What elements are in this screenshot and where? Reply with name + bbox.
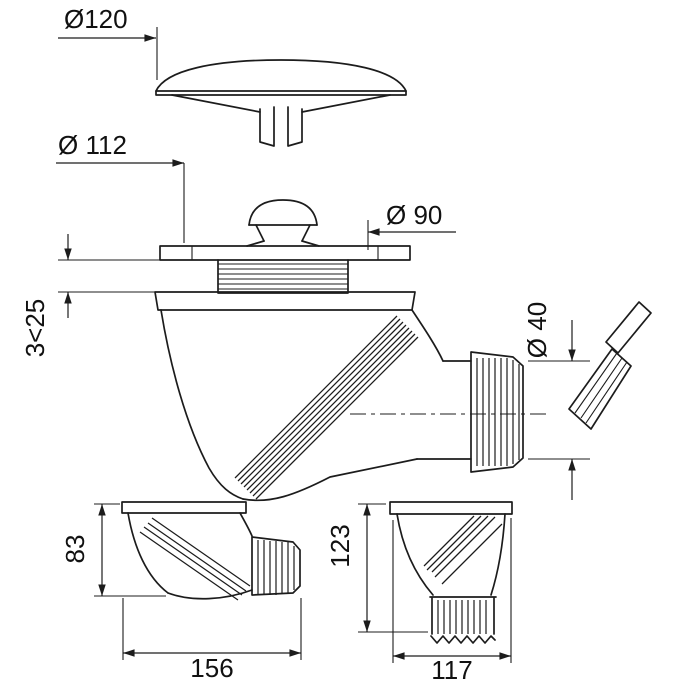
outlet-nut [470, 351, 524, 473]
dim-vertical-height-label: 123 [325, 524, 355, 567]
dim-outlet-diameter: Ø 40 [522, 302, 590, 500]
threaded-collar [217, 259, 349, 294]
dim-vertical-height: 123 [325, 503, 428, 633]
dim-opening-diameter: Ø 90 [367, 200, 456, 250]
lift-knob [246, 199, 320, 247]
dim-cap-diameter: Ø120 [58, 4, 158, 80]
cleaning-brush-icon [568, 301, 652, 430]
dim-mounting-thickness-label: 3<25 [20, 299, 50, 358]
dim-vertical-width-label: 117 [431, 655, 472, 680]
drain-body [154, 291, 472, 502]
compact-side-view [121, 501, 301, 601]
dim-mounting-thickness: 3<25 [20, 234, 160, 357]
flange-plate [159, 245, 411, 261]
dim-flange-diameter: Ø 112 [56, 130, 185, 243]
dim-outlet-diameter-label: Ø 40 [522, 302, 552, 358]
dim-compact-height: 83 [60, 503, 166, 597]
dim-cap-diameter-label: Ø120 [64, 4, 128, 34]
dim-vertical-width: 117 [392, 518, 512, 680]
vertical-outlet-view [389, 501, 513, 644]
dim-opening-diameter-label: Ø 90 [386, 200, 442, 230]
dim-compact-width: 156 [122, 598, 302, 680]
cap-side-view [155, 59, 407, 147]
dim-compact-width-label: 156 [190, 653, 233, 680]
dim-flange-diameter-label: Ø 112 [58, 130, 127, 160]
dim-compact-height-label: 83 [60, 535, 90, 564]
